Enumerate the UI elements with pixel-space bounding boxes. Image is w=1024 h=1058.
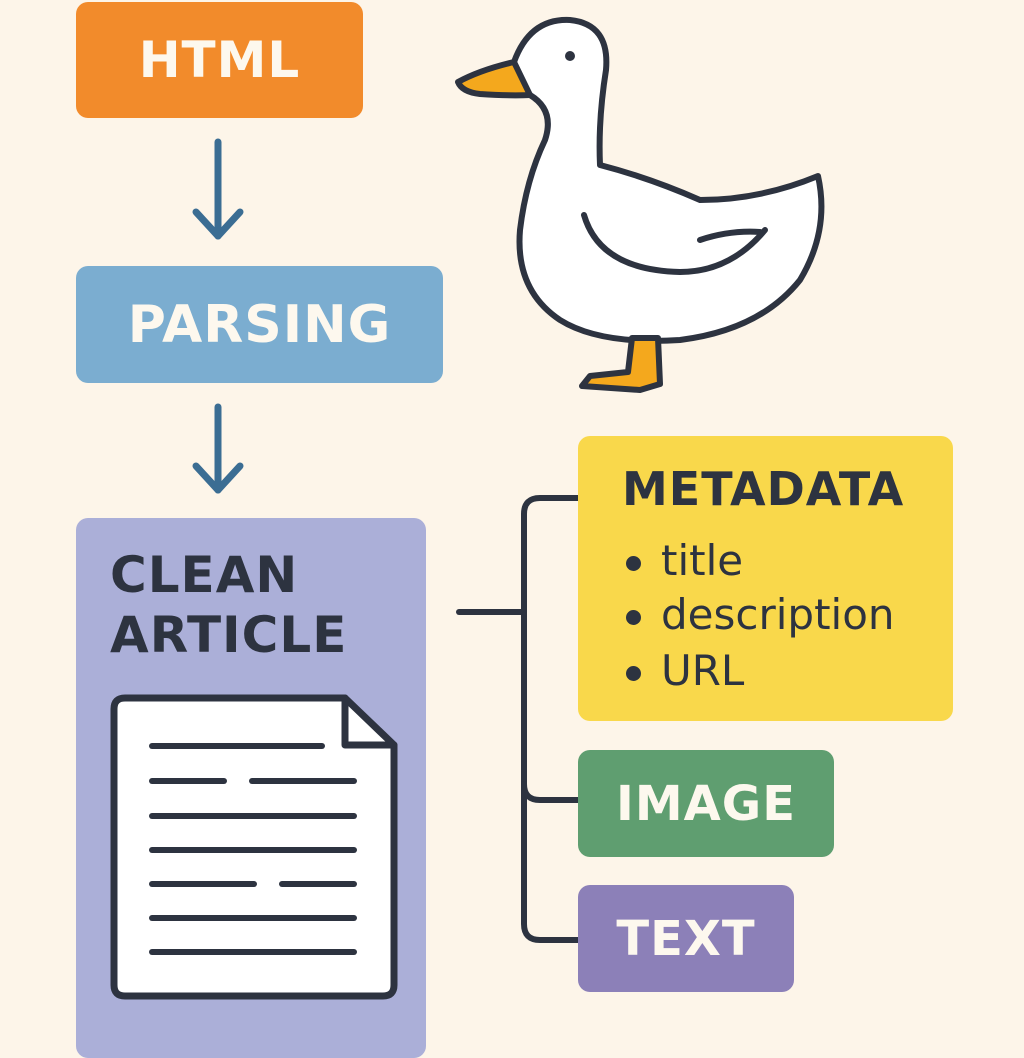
parsing-node: PARSING: [76, 266, 443, 383]
metadata-item-description: description: [626, 590, 895, 639]
connectors: [192, 16, 825, 943]
image-label: IMAGE: [616, 775, 796, 832]
text-label: TEXT: [616, 910, 756, 967]
html-node: HTML: [76, 2, 363, 118]
article-title-line2: ARTICLE: [110, 606, 348, 664]
metadata-item-title: title: [626, 536, 743, 585]
arrow-html-to-parsing: [192, 138, 244, 240]
arrow-parsing-to-article: [192, 403, 244, 494]
metadata-node: METADATA title description URL: [578, 436, 953, 721]
image-node: IMAGE: [578, 750, 834, 857]
article-title-line1: CLEAN: [110, 546, 299, 604]
metadata-item-url: URL: [626, 646, 744, 695]
branch-connector: [456, 495, 581, 943]
parsing-label: PARSING: [127, 294, 392, 355]
text-node: TEXT: [578, 885, 794, 992]
clean-article-node: CLEAN ARTICLE: [76, 518, 426, 1058]
metadata-title: METADATA: [622, 462, 905, 516]
html-label: HTML: [138, 31, 301, 89]
duck-illustration: [455, 16, 825, 393]
